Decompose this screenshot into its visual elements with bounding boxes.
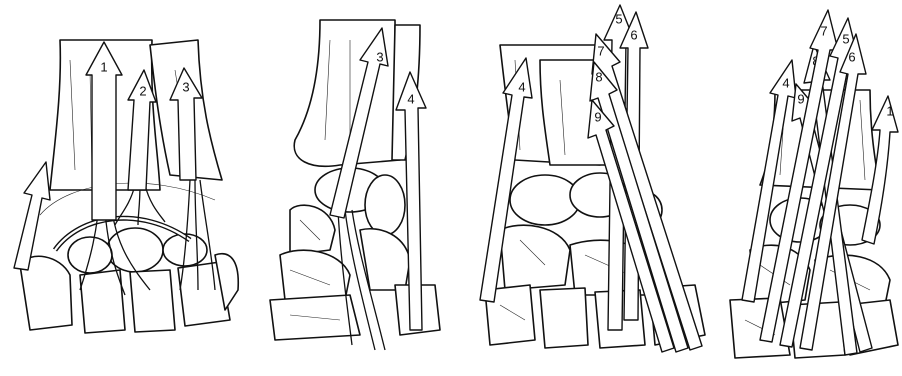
panel-3: 4 5 6 7 8 9 — [480, 5, 705, 352]
panel-2: 3 4 — [270, 20, 440, 350]
arrow-label: 3 — [376, 49, 383, 64]
arrow-label: 4 — [782, 75, 789, 90]
arrow-label: 5 — [615, 11, 622, 26]
arrow-label: 6 — [630, 27, 637, 42]
arrow-label: 4 — [407, 91, 414, 106]
arrow-label: 1 — [886, 103, 893, 118]
panel-1-arrow-1: 1 — [86, 42, 122, 220]
panel-1: 1 2 3 — [14, 40, 238, 333]
arrow-label: 9 — [594, 109, 601, 124]
panel-4: 4 9 8 7 5 6 1 — [730, 10, 898, 358]
arrow-label: 9 — [797, 91, 804, 106]
arrow-label: 8 — [595, 69, 602, 84]
arrow-label: 2 — [139, 83, 146, 98]
arrow-label: 1 — [100, 59, 107, 74]
arrow-label: 4 — [518, 79, 525, 94]
arrow-label: 6 — [848, 49, 855, 64]
arrow-label: 7 — [820, 23, 827, 38]
panel-1-arrow-plain — [14, 162, 50, 270]
arrow-label: 7 — [597, 43, 604, 58]
arrow-label: 3 — [182, 79, 189, 94]
arrow-label: 5 — [842, 31, 849, 46]
